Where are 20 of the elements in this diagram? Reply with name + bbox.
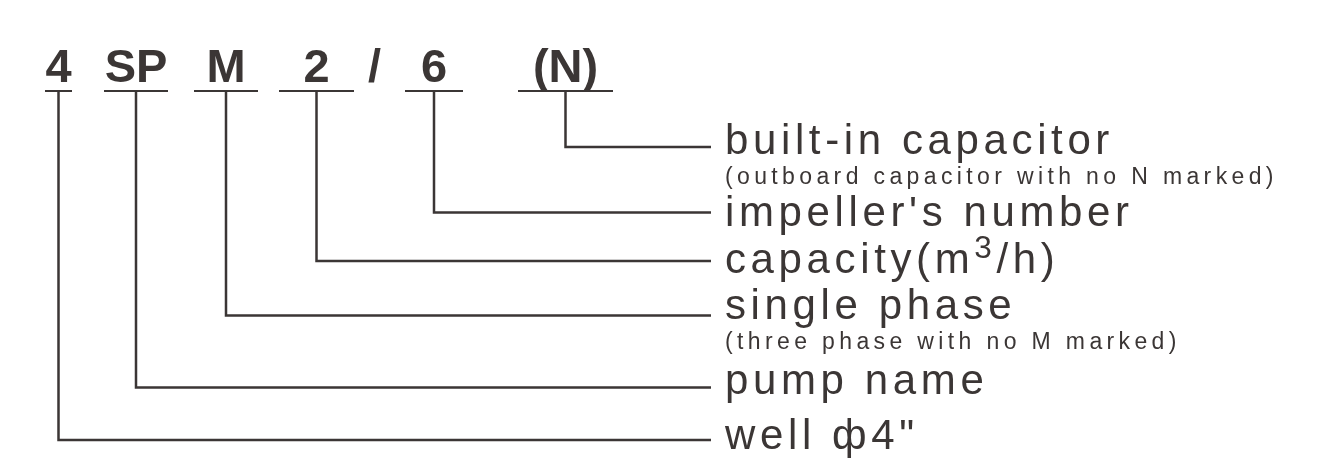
description-text: built-in capacitor <box>725 115 1114 165</box>
model-code-part: SP <box>104 38 168 92</box>
description-text: capacity(m$^{3}$/h) <box>725 235 1060 284</box>
leader-line <box>564 92 711 149</box>
description-text: impeller's number <box>725 188 1134 236</box>
leader-line <box>315 92 711 263</box>
model-code-part: 6 <box>405 38 463 92</box>
description-text: well ф4" <box>725 411 919 460</box>
model-code-part: 2 <box>279 38 354 92</box>
model-code-part: 4 <box>45 38 72 92</box>
code-separator: / <box>368 42 382 89</box>
note-text: (outboard capacitor with no N marked) <box>725 163 1278 190</box>
note-text: (three phase with no M marked) <box>725 328 1181 355</box>
leader-line <box>134 92 711 389</box>
model-code-part: (N) <box>518 38 613 92</box>
leader-line <box>432 92 711 214</box>
leader-line <box>224 92 711 317</box>
description-text: pump name <box>725 356 989 405</box>
model-code-part: M <box>194 38 258 92</box>
leader-line <box>57 92 711 442</box>
